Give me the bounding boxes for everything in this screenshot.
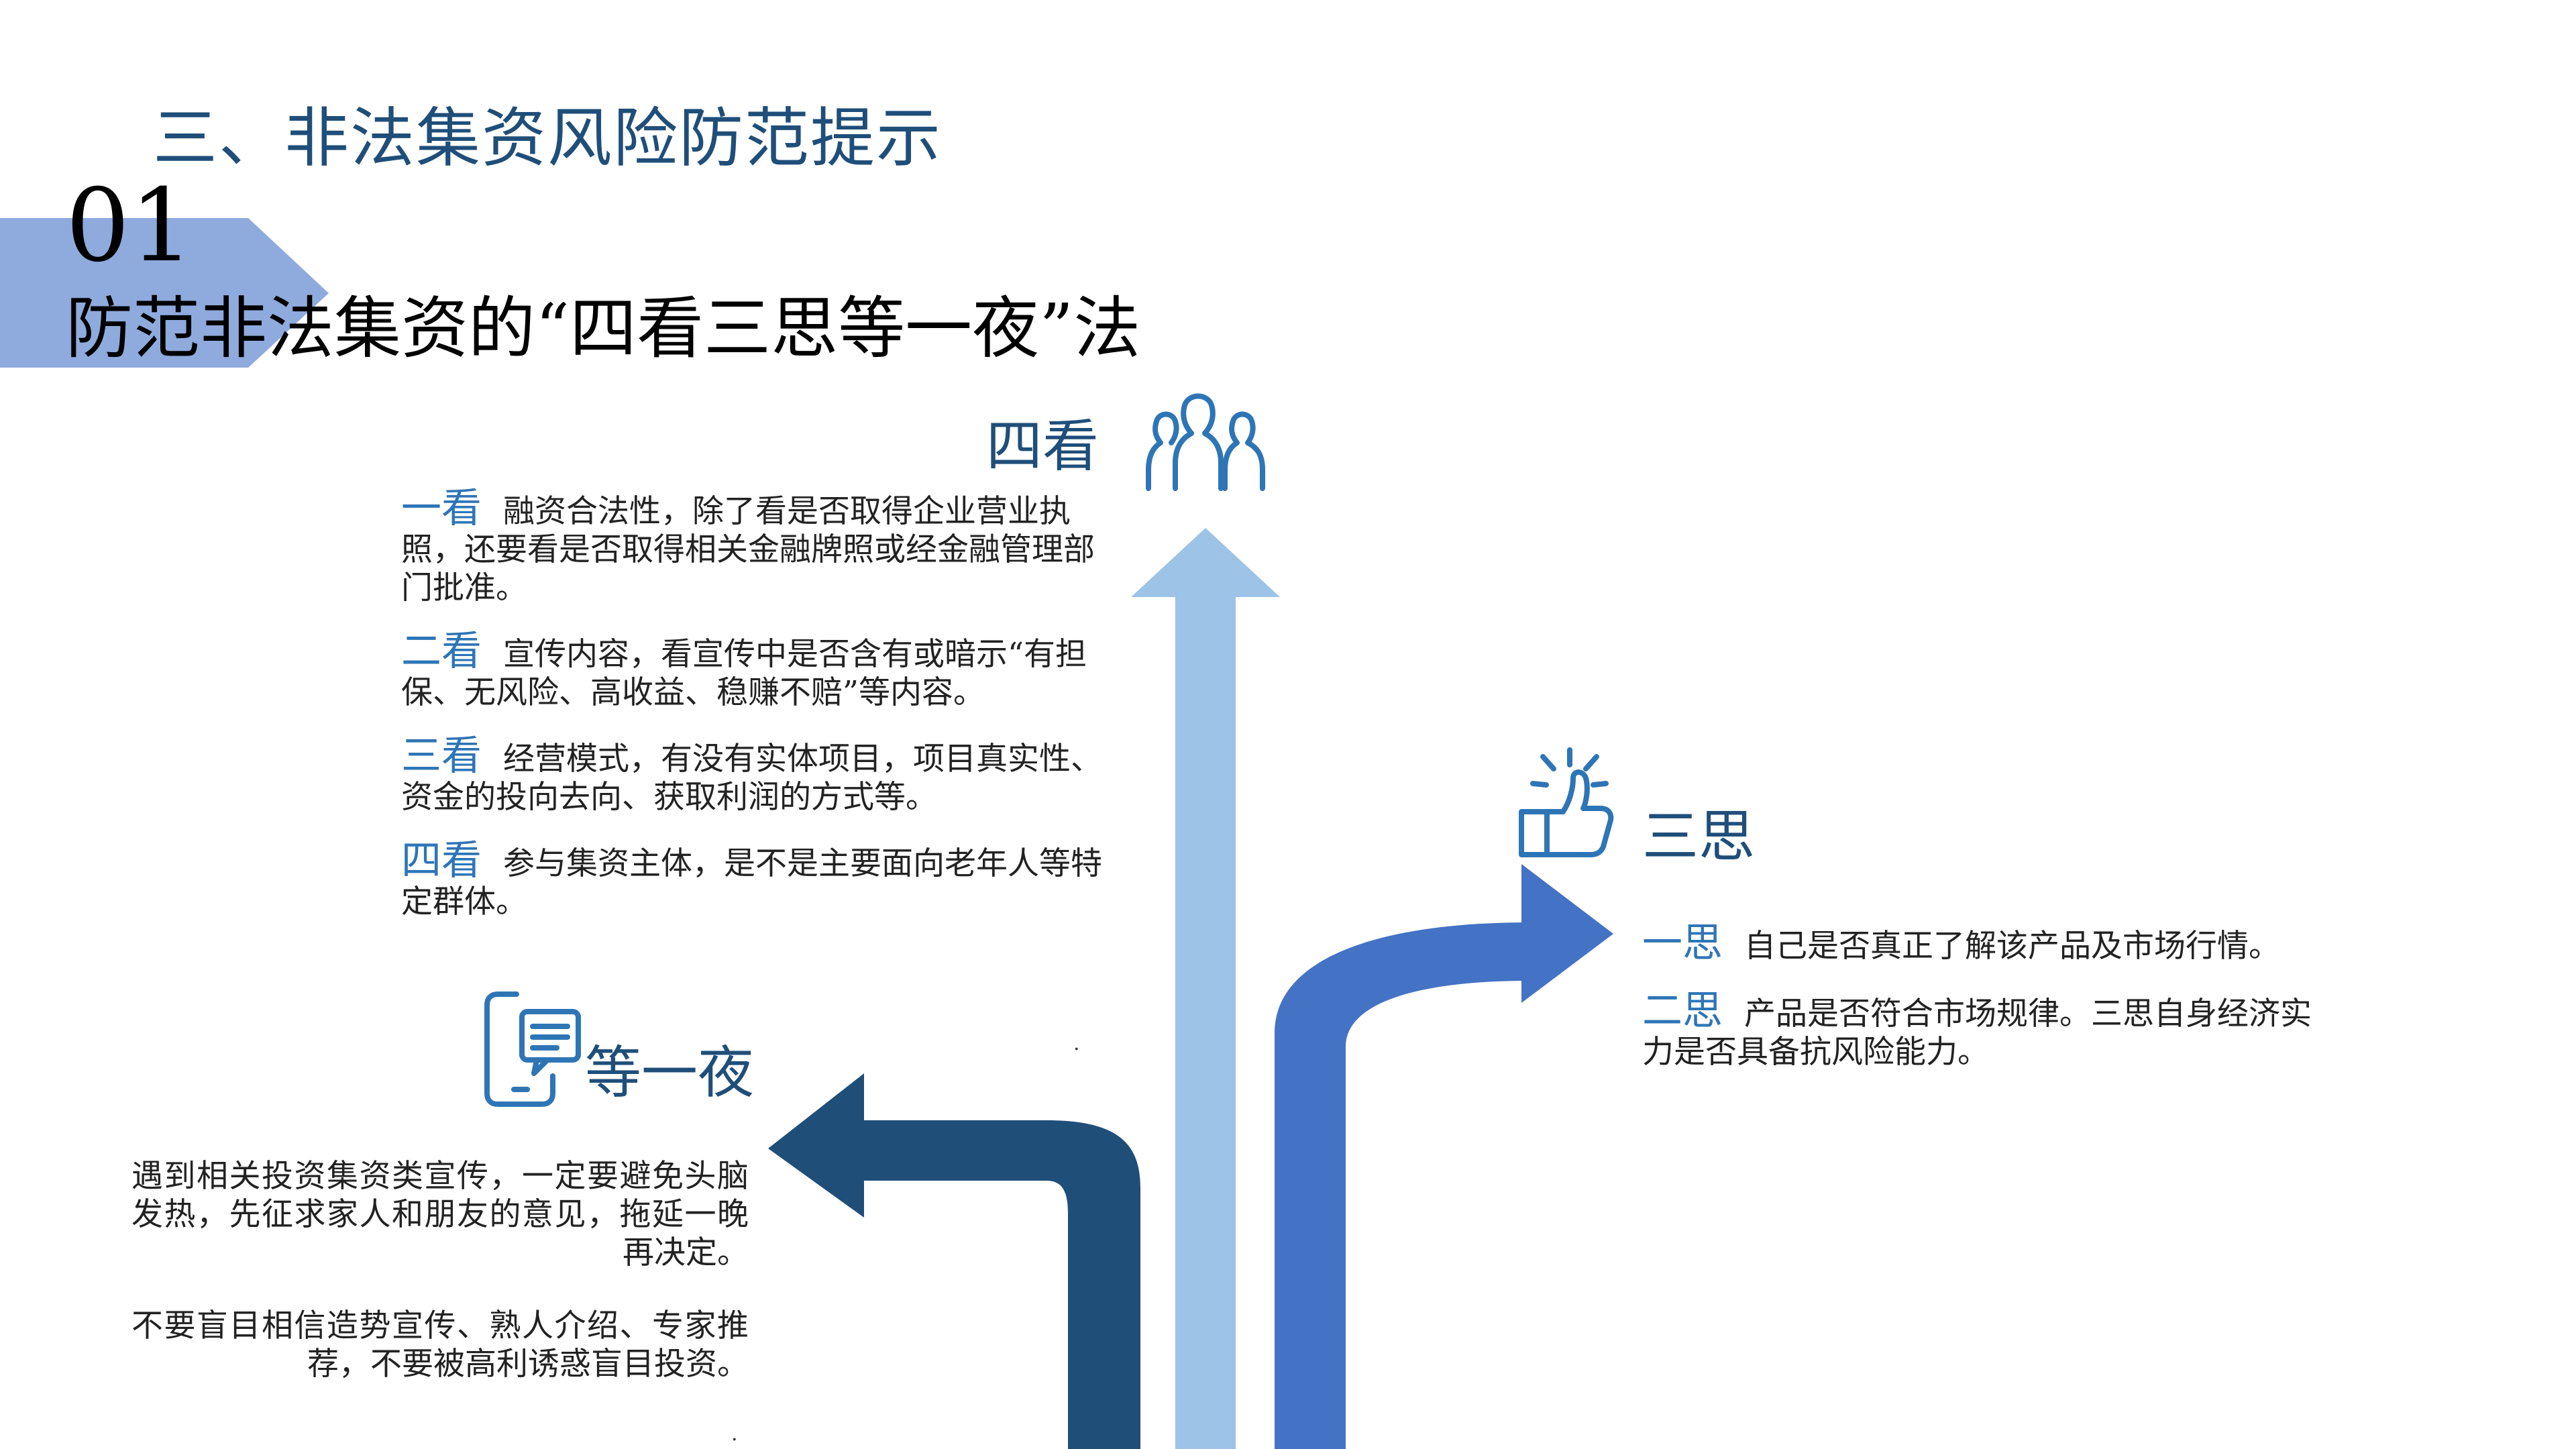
sikan-item: 一看融资合法性，除了看是否取得企业营业执照，还要看是否取得相关金融牌照或经金融管…	[401, 488, 1119, 607]
sikan-item-text: 经营模式，有没有实体项目，项目真实性、资金的投向去向、获取利润的方式等。	[401, 741, 1102, 816]
sansi-item: 二思产品是否符合市场规律。三思自身经济实力是否具备抗风险能力。	[1642, 991, 2340, 1071]
dengyiye-list: 遇到相关投资集资类宣传，一定要避免头脑发热，先征求家人和朋友的意见，拖延一晚再决…	[131, 1157, 749, 1418]
sansi-item-text: 自己是否真正了解该产品及市场行情。	[1744, 928, 2280, 965]
sikan-item-label: 三看	[401, 733, 482, 780]
sikan-item-label: 四看	[401, 837, 482, 884]
sikan-item-label: 二看	[401, 628, 482, 675]
thumbs-up-icon	[1519, 747, 1614, 857]
page-title: 三、非法集资风险防范提示	[153, 101, 942, 176]
sikan-item-text: 参与集资主体，是不是主要面向老年人等特定群体。	[401, 845, 1102, 920]
sikan-heading: 四看	[986, 413, 1099, 479]
sikan-item-text: 宣传内容，看宣传中是否含有或暗示“有担保、无风险、高收益、稳赚不赔”等内容。	[401, 636, 1087, 711]
phone-chat-icon	[484, 991, 581, 1107]
sikan-item: 三看经营模式，有没有实体项目，项目真实性、资金的投向去向、获取利润的方式等。	[401, 736, 1119, 816]
left-curved-arrow	[768, 1073, 1140, 1449]
sikan-item: 四看参与集资主体，是不是主要面向老年人等特定群体。	[401, 841, 1119, 921]
sansi-item-text: 产品是否符合市场规律。三思自身经济实力是否具备抗风险能力。	[1642, 996, 2312, 1071]
section-title: 防范非法集资的“四看三思等一夜”法	[66, 289, 1141, 368]
sansi-heading: 三思	[1642, 804, 1756, 869]
up-arrow	[1131, 528, 1280, 1449]
section-number: 01	[66, 168, 194, 284]
people-icon	[1146, 393, 1265, 491]
sikan-item: 二看宣传内容，看宣传中是否含有或暗示“有担保、无风险、高收益、稳赚不赔”等内容。	[401, 631, 1119, 712]
sansi-item-label: 一思	[1642, 920, 1723, 967]
right-curved-arrow	[1275, 864, 1613, 1449]
dengyiye-paragraph: 不要盲目相信造势宣传、熟人介绍、专家推荐，不要被高利诱惑盲目投资。	[131, 1307, 749, 1383]
dengyiye-heading: 等一夜	[585, 1040, 755, 1106]
sansi-list: 一思自己是否真正了解该产品及市场行情。 二思产品是否符合市场规律。三思自身经济实…	[1642, 923, 2340, 1098]
stray-dot: .	[731, 1422, 738, 1446]
sikan-item-label: 一看	[401, 485, 482, 532]
section-banner	[0, 218, 329, 368]
sansi-item-label: 二思	[1642, 987, 1723, 1034]
sikan-list: 一看融资合法性，除了看是否取得企业营业执照，还要看是否取得相关金融牌照或经金融管…	[401, 488, 1119, 947]
sansi-item: 一思自己是否真正了解该产品及市场行情。	[1642, 923, 2340, 965]
stray-dot: .	[1073, 1032, 1080, 1055]
dengyiye-paragraph: 遇到相关投资集资类宣传，一定要避免头脑发热，先征求家人和朋友的意见，拖延一晚再决…	[131, 1158, 749, 1271]
sikan-item-text: 融资合法性，除了看是否取得企业营业执照，还要看是否取得相关金融牌照或经金融管理部…	[401, 493, 1095, 606]
